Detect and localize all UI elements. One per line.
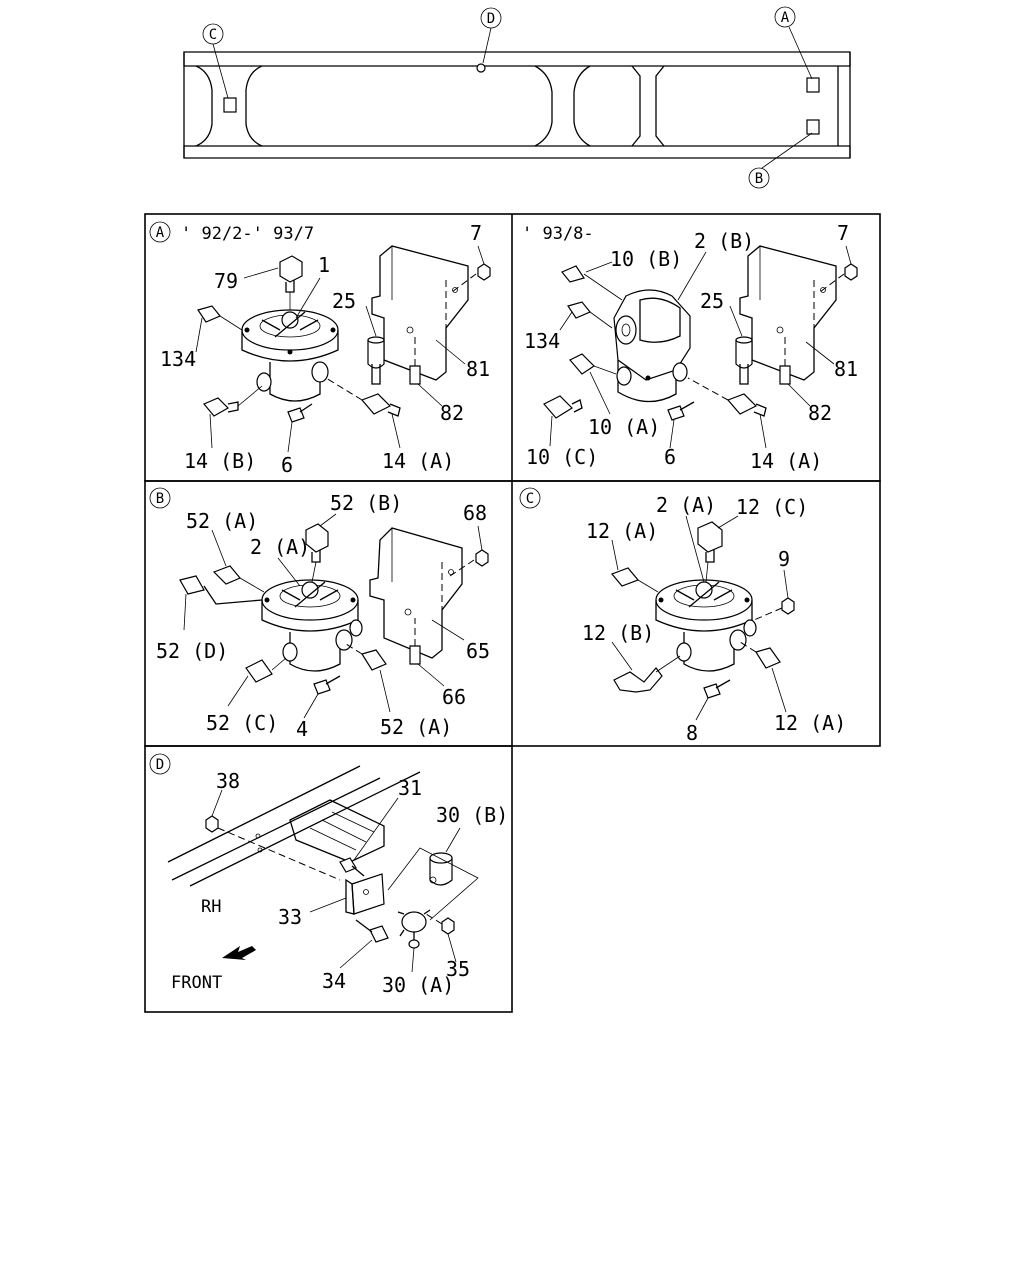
- label-52d: 52 (D): [156, 639, 228, 663]
- label-12a-top: 12 (A): [586, 519, 658, 543]
- svg-text:A: A: [156, 225, 165, 241]
- label-7-left: 7: [470, 221, 482, 245]
- label-134-left: 134: [160, 347, 196, 371]
- label-2a-c: 2 (A): [656, 493, 716, 517]
- label-2a-b: 2 (A): [250, 535, 310, 559]
- label-81-right: 81: [834, 357, 858, 381]
- callout-c-letter: C: [209, 27, 217, 43]
- label-10b: 10 (B): [610, 247, 682, 271]
- callout-b-marker: [748, 167, 770, 189]
- label-12b: 12 (B): [582, 621, 654, 645]
- label-65: 65: [466, 639, 490, 663]
- label-12a-bottom: 12 (A): [774, 711, 846, 735]
- front-arrow-icon: [222, 946, 256, 960]
- label-1: 1: [318, 253, 330, 277]
- label-14b: 14 (B): [184, 449, 256, 473]
- label-4: 4: [296, 717, 308, 741]
- label-82-right: 82: [808, 401, 832, 425]
- label-81-left: 81: [466, 357, 490, 381]
- label-12c: 12 (C): [736, 495, 808, 519]
- svg-text:D: D: [156, 757, 164, 773]
- callout-a-letter: A: [781, 10, 790, 26]
- panel-b: B: [149, 487, 490, 741]
- label-6-right: 6: [664, 445, 676, 469]
- label-34: 34: [322, 969, 346, 993]
- label-30a: 30 (A): [382, 973, 454, 997]
- label-10c: 10 (C): [526, 445, 598, 469]
- panel-d-marker: [149, 753, 171, 775]
- label-134-right: 134: [524, 329, 560, 353]
- label-30b: 30 (B): [436, 803, 508, 827]
- panel-c: C 2 (A) 12 (C) 12: [519, 487, 846, 745]
- chassis-frame-overview: C D A B: [183, 6, 851, 189]
- callout-a-marker: [774, 6, 796, 28]
- panel-a-marker: [149, 221, 171, 243]
- label-14a-right: 14 (A): [750, 449, 822, 473]
- panel-a-right-header: ' 93/8-: [522, 224, 594, 244]
- panel-a-left-header: ' 92/2-' 93/7: [181, 224, 314, 244]
- label-14a-left: 14 (A): [382, 449, 454, 473]
- label-33: 33: [278, 905, 302, 929]
- label-7-right: 7: [837, 221, 849, 245]
- label-38: 38: [216, 769, 240, 793]
- label-52a-top: 52 (A): [186, 509, 258, 533]
- label-25-left: 25: [332, 289, 356, 313]
- callout-c-marker: [202, 23, 224, 45]
- svg-text:C: C: [526, 491, 534, 507]
- label-front: FRONT: [171, 973, 222, 993]
- label-79: 79: [214, 269, 238, 293]
- panel-c-marker: [519, 487, 541, 509]
- label-52a-bottom: 52 (A): [380, 715, 452, 739]
- label-9: 9: [778, 547, 790, 571]
- label-35: 35: [446, 957, 470, 981]
- label-52c: 52 (C): [206, 711, 278, 735]
- panel-d: D: [149, 753, 508, 997]
- label-25-right: 25: [700, 289, 724, 313]
- label-2b: 2 (B): [694, 229, 754, 253]
- panel-a-left: A ' 92/2-' 93/7: [149, 221, 491, 477]
- panel-b-marker: [149, 487, 171, 509]
- label-68: 68: [463, 501, 487, 525]
- panel-grid: [144, 213, 881, 1013]
- svg-text:B: B: [156, 491, 164, 507]
- label-rh: RH: [201, 897, 221, 917]
- label-6-left: 6: [281, 453, 293, 477]
- callout-d-marker: [480, 7, 502, 29]
- label-52b: 52 (B): [330, 491, 402, 515]
- panel-a-right: ' 93/8-: [522, 221, 858, 473]
- callout-d-letter: D: [487, 11, 495, 27]
- label-8: 8: [686, 721, 698, 745]
- label-82-left: 82: [440, 401, 464, 425]
- label-66: 66: [442, 685, 466, 709]
- label-31: 31: [398, 776, 422, 800]
- callout-b-letter: B: [755, 171, 763, 187]
- label-10a: 10 (A): [588, 415, 660, 439]
